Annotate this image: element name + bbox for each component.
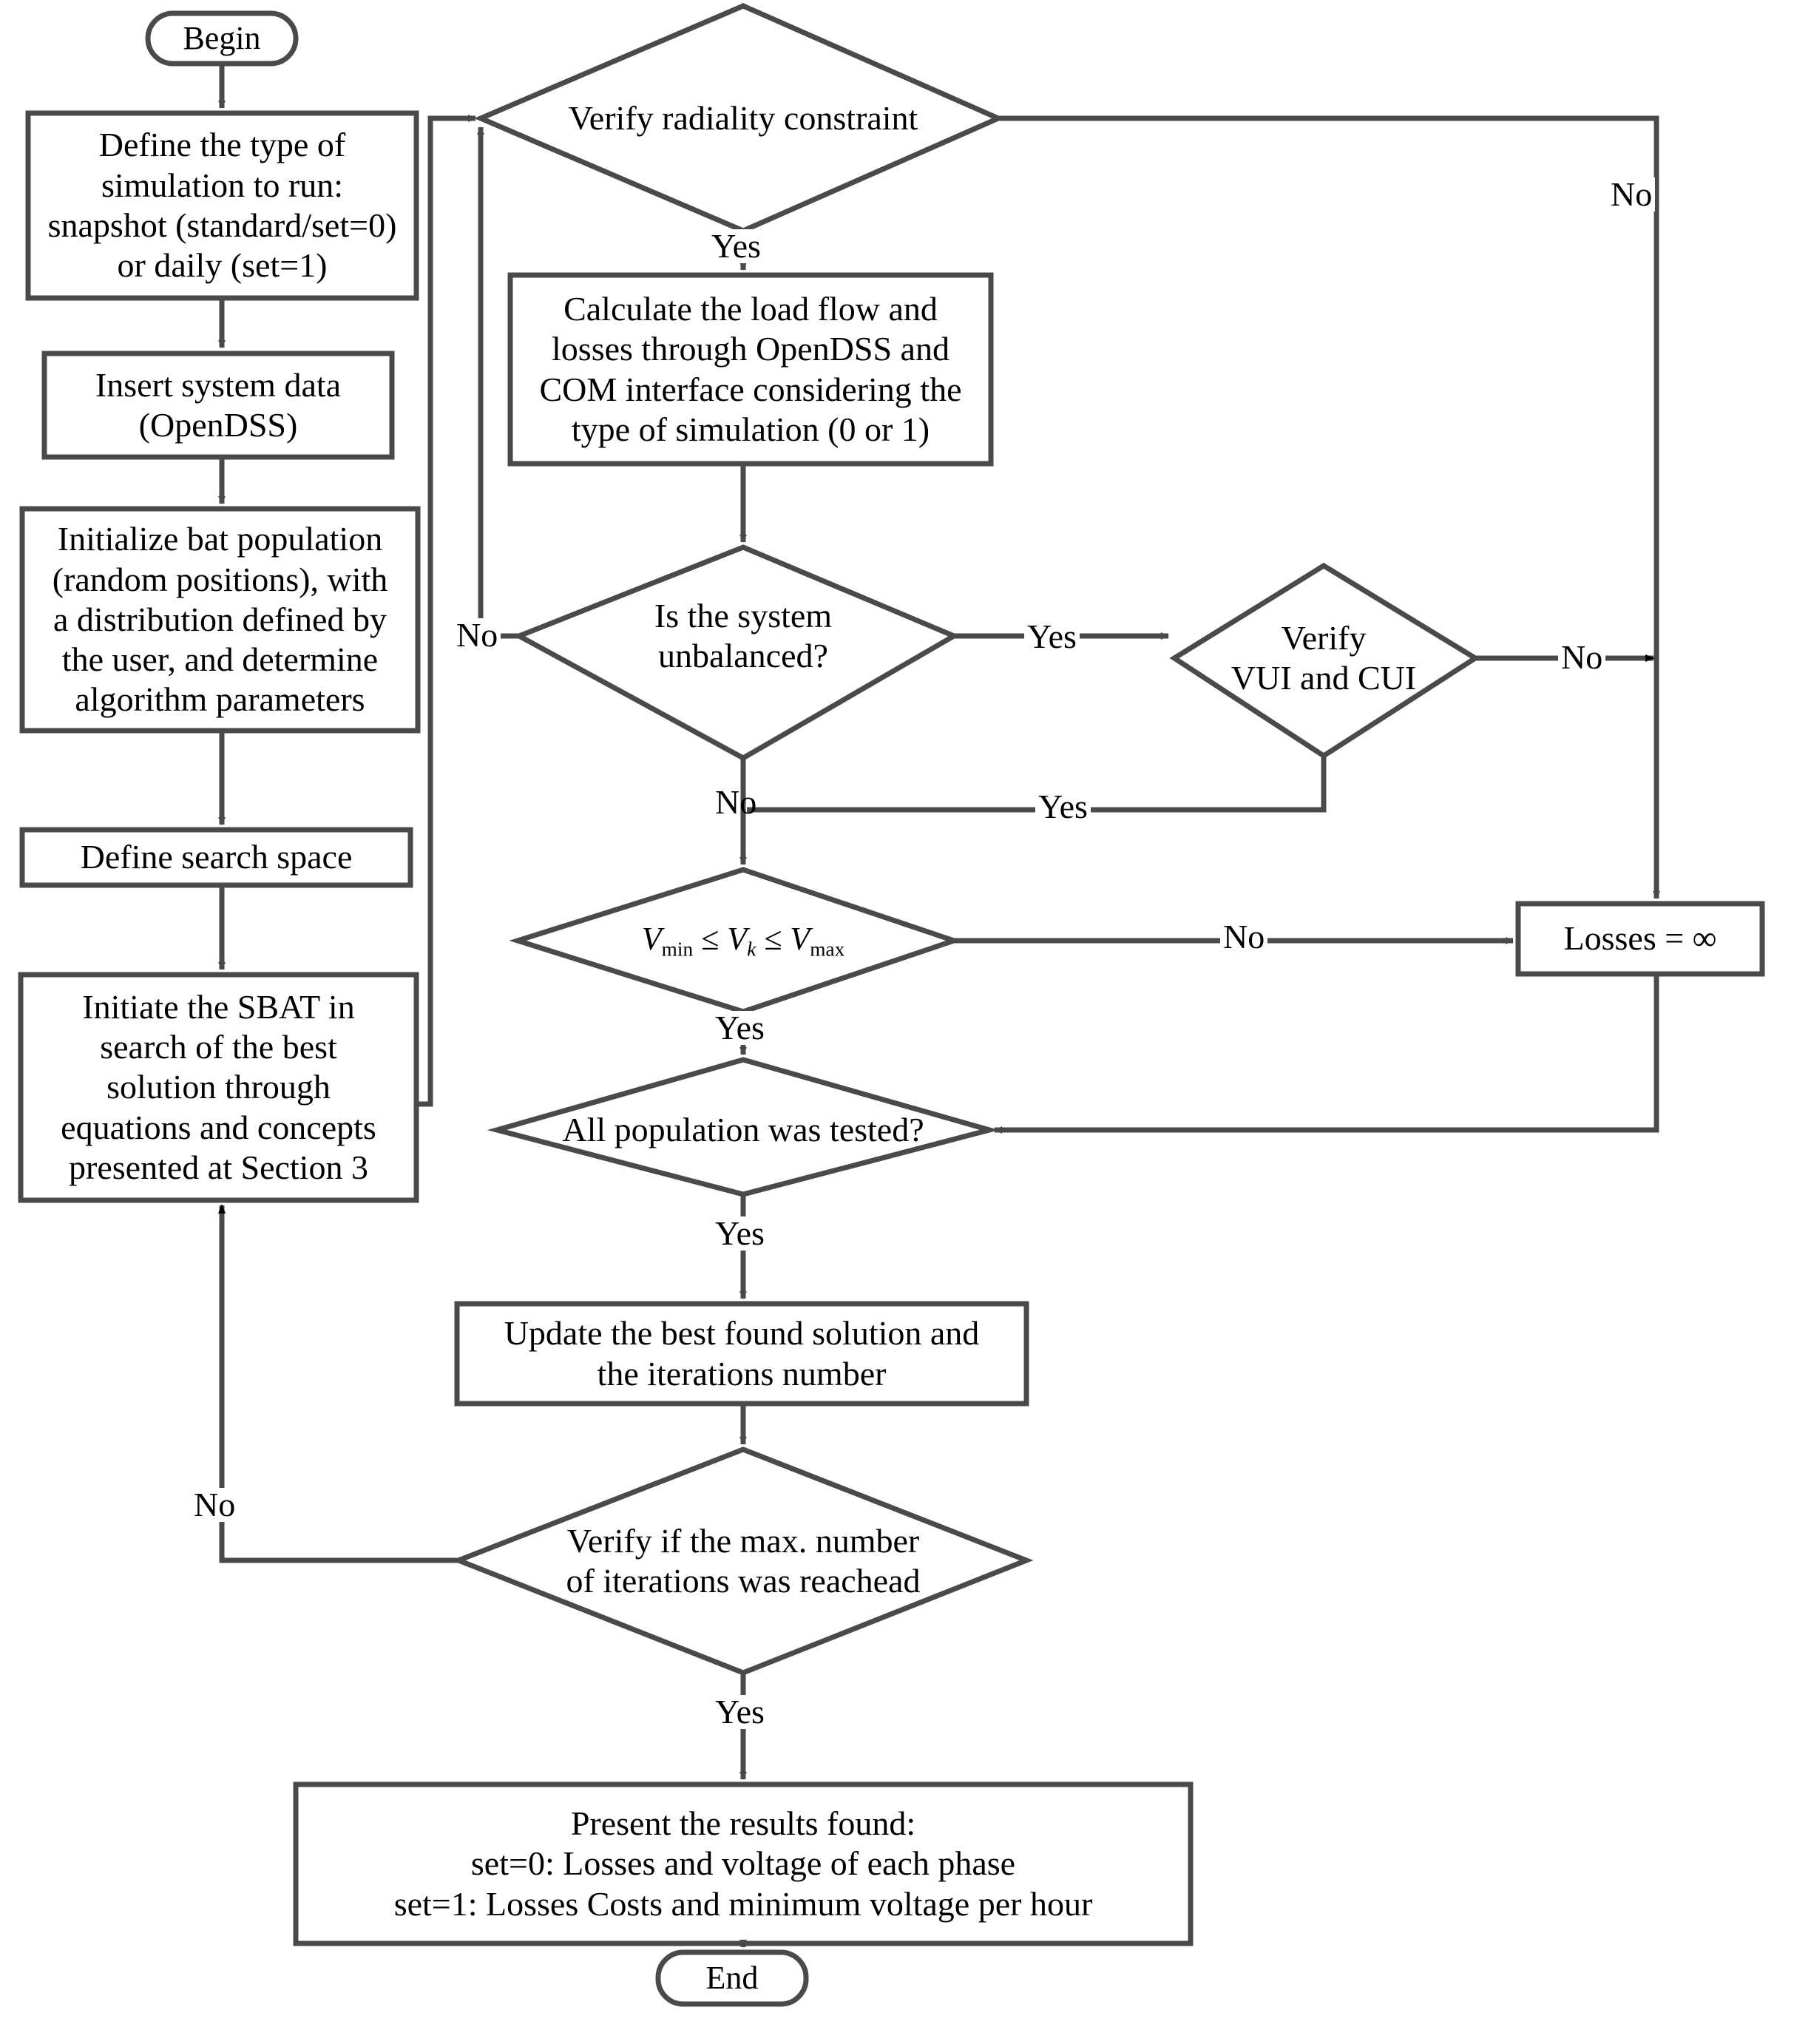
edge-label-voltage-yes: Yes	[712, 1011, 768, 1045]
edge-label-radiality-yes: Yes	[708, 229, 764, 263]
edge-label-unbalanced-yes: Yes	[1024, 620, 1080, 654]
edge-label-all-tested-yes: Yes	[712, 1216, 768, 1251]
all-tested-shape	[487, 1057, 1000, 1197]
verify-radiality-shape	[474, 3, 1005, 234]
edge-label-radiality-no: No	[1608, 177, 1656, 211]
end-shape	[655, 1949, 809, 2007]
update-best-shape	[454, 1301, 1029, 1407]
begin-shape	[145, 10, 299, 67]
edge-sbat-to-radiality	[416, 115, 476, 1107]
is-unbalanced-shape	[512, 544, 960, 762]
define-space-shape	[19, 827, 413, 888]
edge-label-voltage-no: No	[1220, 920, 1268, 954]
init-population-shape	[19, 506, 421, 734]
define-type-shape	[25, 110, 419, 301]
edge-label-vui-no: No	[1558, 640, 1606, 674]
calculate-flow-shape	[507, 272, 994, 467]
insert-data-shape	[41, 351, 395, 460]
edge-vui-yes	[747, 756, 1327, 813]
present-results-shape	[293, 1781, 1194, 1946]
edge-radiality-no	[998, 115, 1660, 899]
verify-vui-cui-shape	[1169, 562, 1480, 759]
edge-maxiter-no	[218, 1204, 458, 1563]
edge-label-max-iter-no: No	[191, 1488, 239, 1522]
edge-label-max-iter-yes: Yes	[712, 1695, 768, 1729]
losses-shape	[1515, 901, 1765, 977]
edge-label-unbalanced-no-left: No	[453, 618, 501, 652]
edge-label-vui-yes: Yes	[1035, 790, 1091, 824]
verify-max-iter-shape	[451, 1446, 1034, 1676]
edge-label-unbalanced-no-down: No	[715, 783, 757, 821]
initiate-sbat-shape	[18, 972, 419, 1203]
edge-losses-to-all-tested	[994, 974, 1659, 1134]
voltage-limits-shape	[509, 867, 962, 1015]
